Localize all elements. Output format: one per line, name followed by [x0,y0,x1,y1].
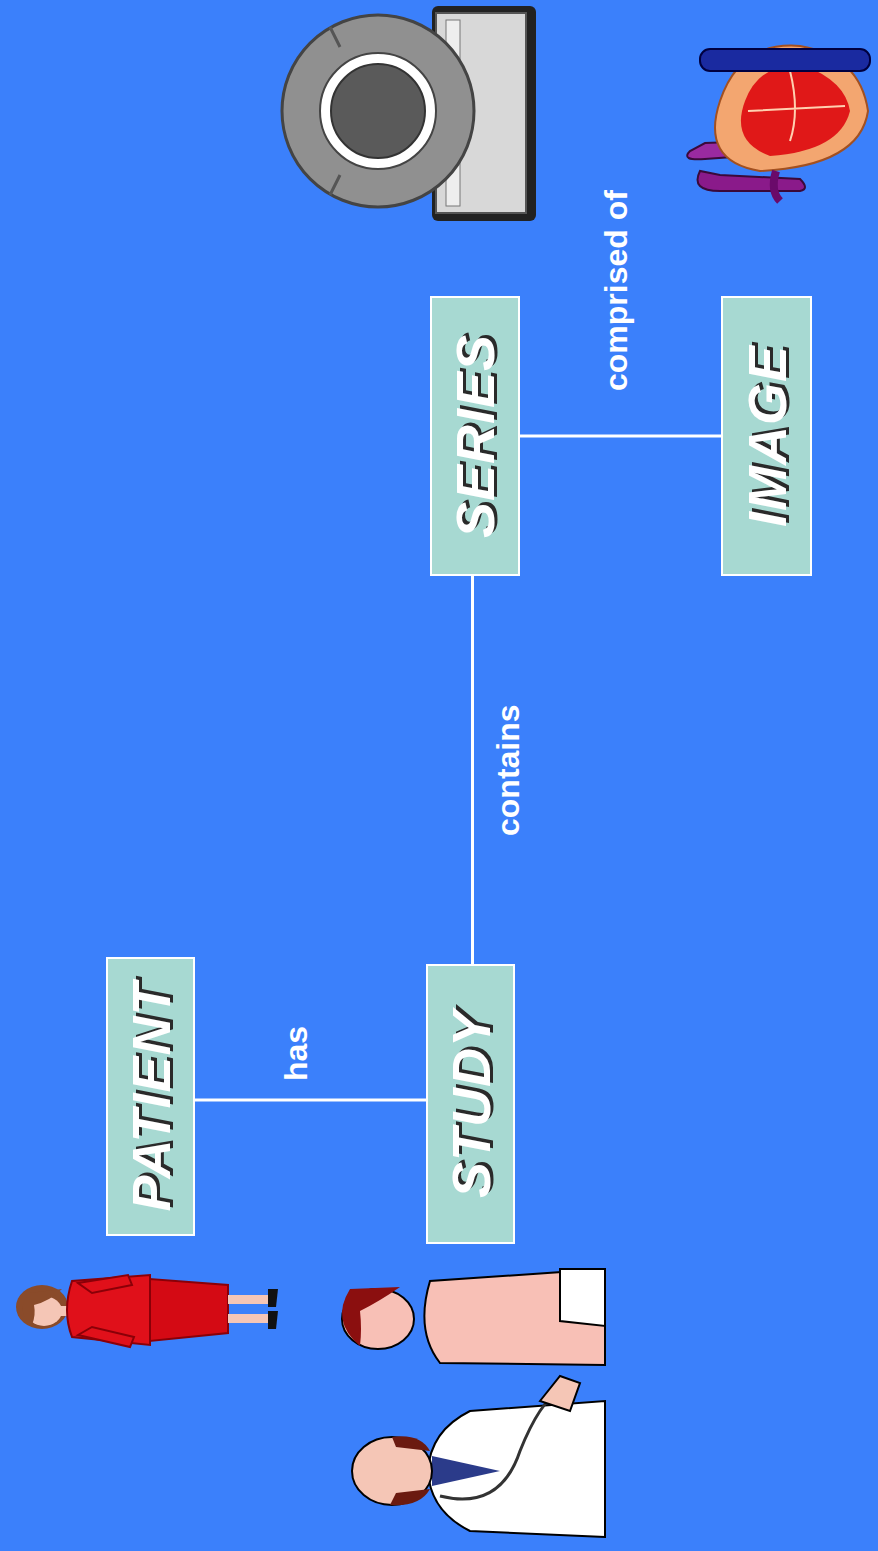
entity-name: IMAGE [736,345,798,527]
woman-figure [16,1275,278,1347]
entity-name: SERIES [444,334,506,538]
relation-label: has [278,1026,315,1081]
entity-box: STUDY [426,964,515,1244]
relation-line [520,435,721,438]
entity-name: STUDY [440,1010,502,1198]
relation-line [195,1099,426,1102]
entity-box: IMAGE [721,296,812,576]
entity-box: PATIENT [106,957,195,1236]
heart-illustration [687,46,870,201]
doctor-patient-figure [342,1269,605,1537]
entity-name: PATIENT [120,982,182,1212]
relation-label: contains [490,704,527,836]
entity-box: SERIES [430,296,520,576]
relation-label: comprised of [598,190,635,391]
mri-scanner [282,6,536,221]
relation-line [471,576,474,964]
